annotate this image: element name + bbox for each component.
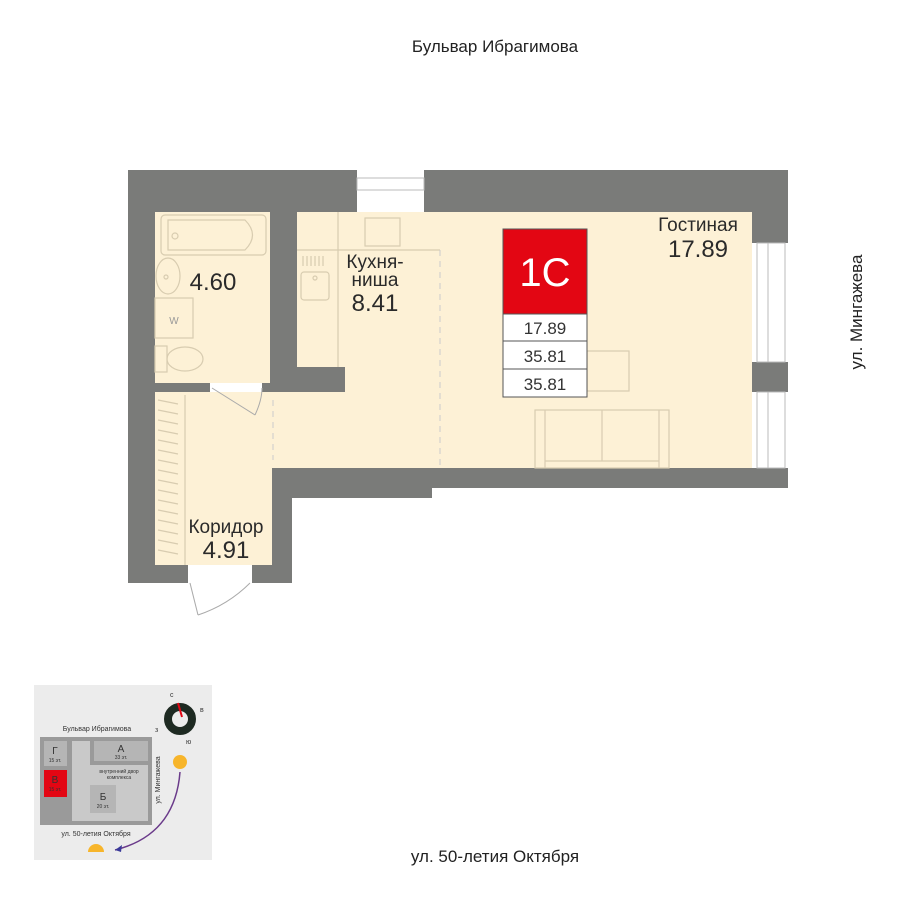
kitchen-sink-icon — [300, 271, 330, 301]
living-room-name: Гостиная — [658, 215, 738, 236]
compass-icon: с в ю з — [155, 692, 204, 746]
corridor-floor — [155, 392, 272, 565]
corridor-name: Коридор — [188, 517, 263, 538]
sun-icon — [173, 755, 187, 769]
washer-label: W — [169, 316, 179, 327]
minimap-street-north: Бульвар Ибрагимова — [63, 725, 132, 733]
compass-n: с — [170, 692, 174, 699]
badge-total-area: 35.81 — [524, 347, 567, 366]
compass-w: з — [155, 727, 158, 734]
courtyard-label-2: комплекса — [107, 775, 132, 781]
building-a-floors: 33 эт. — [115, 755, 128, 761]
site-minimap: Бульвар Ибрагимова Г 15 эт. А 33 эт. вну… — [34, 685, 212, 860]
street-south-label: ул. 50-летия Октября — [411, 847, 579, 866]
sun-path-arrow — [114, 771, 181, 851]
minimap-street-south: ул. 50-летия Октября — [61, 830, 130, 838]
windows — [356, 177, 786, 469]
living-room-area: 17.89 — [668, 236, 728, 263]
minimap-street-east: ул. Мингажева — [155, 756, 162, 803]
sunset-icon — [88, 844, 104, 852]
building-g-floors: 15 эт. — [49, 758, 62, 764]
kitchen-name-line2: ниша — [352, 270, 399, 291]
street-east-label: ул. Мингажева — [847, 254, 866, 369]
bathroom-door — [211, 387, 256, 416]
building-b-floors: 20 эт. — [97, 804, 110, 810]
toilet-icon — [166, 346, 204, 372]
floors — [155, 212, 752, 565]
badge-living-area: 17.89 — [524, 319, 567, 338]
kitchen-floor — [297, 212, 440, 367]
bathroom-area: 4.60 — [190, 269, 237, 296]
living-room-floor — [440, 212, 752, 468]
kitchen-area: 8.41 — [352, 290, 399, 317]
bathtub-icon — [160, 214, 267, 256]
building-v: В — [52, 775, 59, 786]
apartment-badge: 1С 17.89 35.81 35.81 — [502, 228, 588, 398]
compass-s: ю — [186, 739, 191, 746]
street-north-label: Бульвар Ибрагимова — [412, 37, 579, 56]
compass-e: в — [200, 707, 204, 714]
building-g: Г — [52, 746, 58, 757]
washer-icon — [154, 297, 194, 339]
bathtub-inner — [167, 219, 254, 251]
walls — [128, 170, 788, 583]
entrance-door — [189, 582, 199, 616]
building-v-floors: 15 эт. — [49, 787, 62, 793]
courtyard-label-1: внутренний двор — [99, 768, 139, 775]
apartment-type: 1С — [519, 251, 570, 295]
sink-icon — [155, 257, 181, 295]
building-a: А — [118, 744, 125, 755]
building-b: Б — [100, 792, 107, 803]
furniture: W — [154, 212, 670, 565]
stove-icon — [364, 217, 401, 247]
corridor-area: 4.91 — [203, 537, 250, 564]
kitchen-name-line1: Кухня- — [346, 252, 403, 273]
badge-total-area-2: 35.81 — [524, 375, 567, 394]
doors[interactable] — [189, 387, 263, 616]
